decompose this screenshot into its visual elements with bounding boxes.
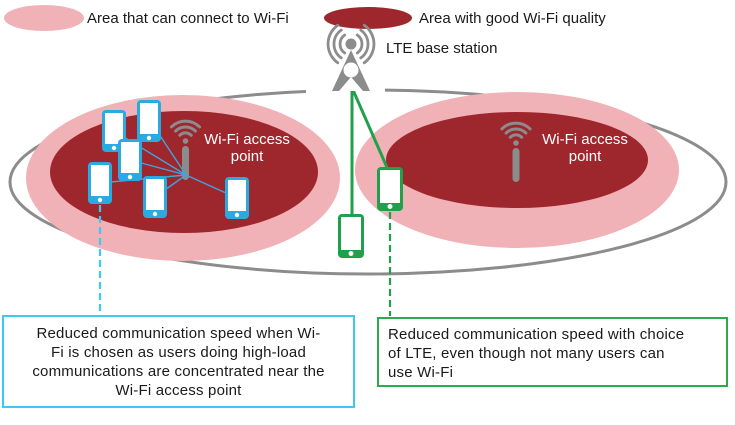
- wifi-access-point-label-left: Wi-Fi access point: [191, 131, 303, 165]
- wifi-phone-icon-4: [88, 162, 112, 204]
- wifi-phone-icon-3: [118, 139, 142, 181]
- legend-wifi-connect-swatch: [4, 5, 84, 31]
- wifi-access-point-label-left-line1: Wi-Fi access: [204, 131, 290, 148]
- wifi-phone-icon-6: [225, 177, 249, 219]
- lte-phone-icon-2: [338, 214, 364, 258]
- callout-lte-line2: of LTE, even though not many users can: [388, 345, 665, 362]
- legend-wifi-quality-label: Area with good Wi-Fi quality: [419, 10, 606, 27]
- callout-wifi-line1: Reduced communication speed when Wi-: [36, 325, 321, 342]
- wifi-access-point-label-right: Wi-Fi access point: [529, 131, 641, 165]
- legend-wifi-quality-swatch: [324, 7, 412, 29]
- callout-lte-line3: use Wi-Fi: [388, 364, 454, 381]
- wifi-phone-icon-2: [137, 100, 161, 142]
- callout-wifi-line2: Fi is chosen as users doing high-load: [50, 344, 307, 361]
- wifi-access-point-label-right-line1: Wi-Fi access: [542, 131, 628, 148]
- wifi-access-point-label-left-line2: point: [230, 148, 264, 165]
- callout-lte-choice: Reduced communication speed with choice …: [377, 317, 728, 387]
- lte-connection-lines: [350, 89, 391, 218]
- callout-wifi-line4: Wi-Fi access point: [115, 382, 242, 399]
- lte-base-station-label: LTE base station: [386, 40, 498, 57]
- callout-lte-line1: Reduced communication speed with choice: [388, 326, 685, 343]
- lte-base-station-icon: [326, 23, 376, 91]
- lte-phone-icon-1: [377, 167, 403, 211]
- wifi-phone-icon-5: [143, 176, 167, 218]
- callout-wifi-congestion: Reduced communication speed when Wi- Fi …: [2, 315, 355, 408]
- wifi-access-point-label-right-line2: point: [568, 148, 602, 165]
- legend-wifi-connect-label: Area that can connect to Wi-Fi: [87, 10, 289, 27]
- callout-wifi-line3: communications are concentrated near the: [32, 363, 325, 380]
